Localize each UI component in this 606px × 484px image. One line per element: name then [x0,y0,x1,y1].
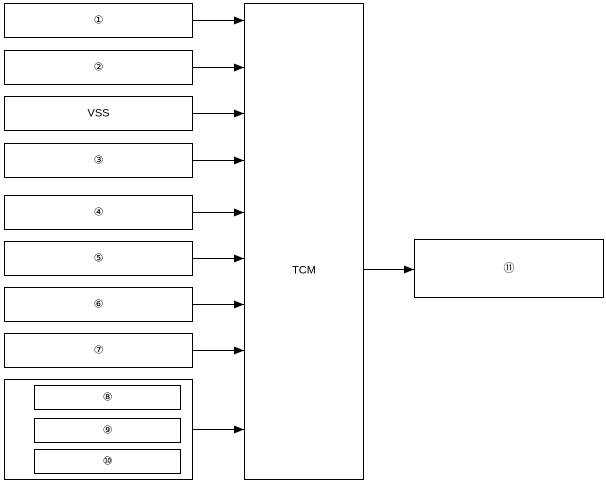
input-box-9: ⑨ [34,418,181,443]
tcm-box: TCM [244,3,364,480]
input-box-5: ⑤ [4,241,193,276]
tcm-label: TCM [292,264,316,276]
input-box-1: ① [4,3,193,38]
input-label-vss: VSS [87,107,109,119]
input-label-2: ② [94,61,104,73]
input-label-3: ③ [94,154,104,166]
input-group-box: ⑧ ⑨ ⑩ [4,379,193,480]
input-label-6: ⑥ [94,298,104,310]
input-box-vss: VSS [4,96,193,131]
input-label-7: ⑦ [94,344,104,356]
input-label-9: ⑨ [103,424,113,436]
input-box-6: ⑥ [4,287,193,322]
input-box-2: ② [4,50,193,85]
input-label-5: ⑤ [94,252,104,264]
input-box-10: ⑩ [34,449,181,474]
input-box-3: ③ [4,143,193,178]
input-box-8: ⑧ [34,385,181,410]
input-box-7: ⑦ [4,333,193,368]
input-label-8: ⑧ [103,391,113,403]
input-box-4: ④ [4,195,193,230]
input-label-10: ⑩ [103,455,113,467]
output-label-11: ⑪ [504,261,515,274]
input-label-1: ① [94,14,104,26]
input-label-4: ④ [94,206,104,218]
output-box-11: ⑪ [414,239,604,298]
